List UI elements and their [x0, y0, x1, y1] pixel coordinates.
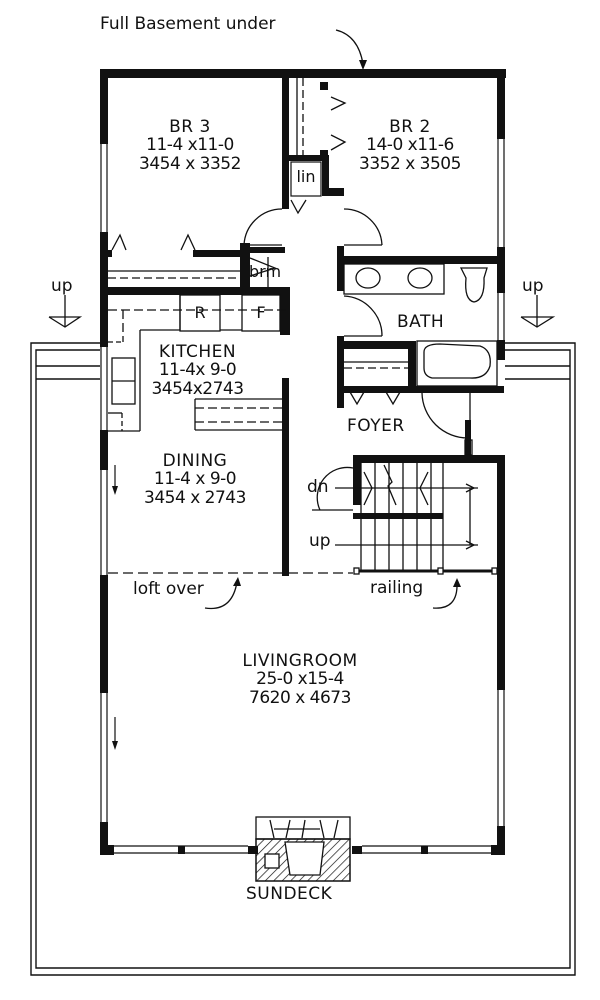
- deck-up-right-label: up: [522, 276, 544, 296]
- room-livingroom-name: LIVINGROOM: [242, 651, 358, 671]
- room-kitchen-imperial: 11-4x 9-0: [158, 360, 237, 381]
- loft-over-label: loft over: [133, 579, 204, 599]
- broom-closet-label: brm: [249, 262, 282, 281]
- freezer-label: F: [256, 303, 266, 322]
- deck-up-left-label: up: [51, 276, 73, 296]
- basement-note: Full Basement under: [100, 14, 276, 34]
- room-bath-name: BATH: [397, 312, 445, 332]
- windows: [100, 139, 505, 854]
- deck-up-arrow-left: [48, 295, 83, 328]
- room-livingroom-imperial: 25-0 x15-4: [256, 669, 344, 690]
- refrigerator-label: R: [194, 303, 206, 322]
- room-sundeck-name: SUNDECK: [246, 884, 333, 904]
- room-livingroom-metric: 7620 x 4673: [249, 687, 351, 708]
- room-dining: DINING 11-4 x 9-0 3454 x 2743: [125, 452, 265, 507]
- interior-walls: [100, 74, 505, 576]
- deck-up-arrow-right: [520, 295, 556, 328]
- room-br2-metric: 3352 x 3505: [359, 153, 461, 174]
- room-br3-metric: 3454 x 3352: [139, 153, 241, 174]
- room-kitchen: KITCHEN 11-4x 9-0 3454x2743: [135, 343, 260, 398]
- railing-label: railing: [370, 578, 424, 598]
- room-br2-name: BR 2: [389, 117, 431, 137]
- room-dining-name: DINING: [162, 451, 228, 471]
- stair-up-label: up: [309, 531, 331, 551]
- room-kitchen-name: KITCHEN: [158, 342, 237, 362]
- room-foyer-name: FOYER: [347, 416, 405, 436]
- room-br3-name: BR 3: [169, 117, 211, 137]
- room-br3-imperial: 11-4 x11-0: [146, 135, 234, 156]
- room-dining-imperial: 11-4 x 9-0: [153, 469, 237, 490]
- stair-down-label: dn: [307, 477, 329, 497]
- sundeck-outline: [30, 342, 576, 976]
- fireplace-hearth: [255, 838, 351, 882]
- room-br3: BR 3 11-4 x11-0 3454 x 3352: [120, 118, 260, 173]
- room-br2: BR 2 14-0 x11-6 3352 x 3505: [345, 118, 475, 173]
- room-kitchen-metric: 3454x2743: [151, 378, 244, 399]
- room-livingroom: LIVINGROOM 25-0 x15-4 7620 x 4673: [225, 652, 375, 707]
- room-br2-imperial: 14-0 x11-6: [366, 135, 454, 156]
- basement-leader-arrow: [335, 29, 364, 65]
- linen-closet-label: lin: [296, 167, 316, 186]
- room-dining-metric: 3454 x 2743: [144, 487, 246, 508]
